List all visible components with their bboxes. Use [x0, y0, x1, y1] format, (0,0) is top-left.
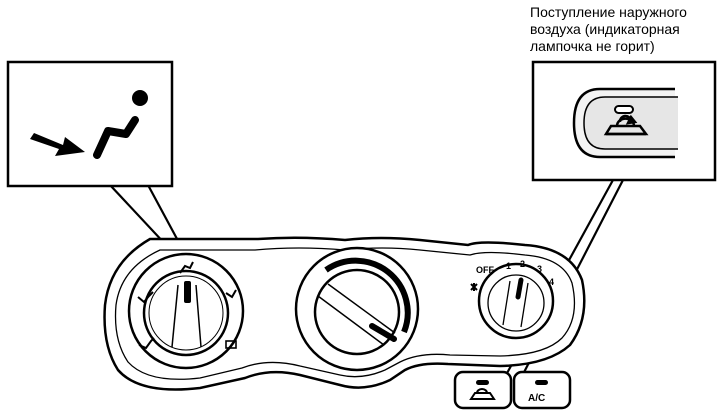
fan-speed-3-label: 3 — [537, 264, 542, 274]
bilevel-mode-icon — [137, 291, 154, 304]
vent-mode-callout — [6, 60, 174, 188]
ac-button[interactable]: A/C — [512, 370, 572, 410]
mode-selector-knob[interactable] — [127, 252, 245, 370]
recirculation-callout — [531, 60, 717, 182]
fan-icon — [470, 283, 478, 291]
floor-mode-icon — [138, 337, 155, 350]
recirculation-indicator — [476, 380, 489, 385]
callout-caption: Поступление наружного воздуха (индикатор… — [530, 4, 720, 55]
fan-speed-1-label: 1 — [506, 261, 511, 271]
temperature-knob[interactable] — [294, 246, 420, 372]
floor-defrost-mode-icon — [225, 289, 237, 299]
caption-line-2: воздуха (индикаторная — [530, 21, 680, 37]
fan-speed-4-label: 4 — [549, 277, 554, 287]
caption-line-1: Поступление наружного — [530, 4, 687, 20]
recirculation-icon — [469, 388, 496, 400]
fan-speed-2-label: 2 — [520, 259, 525, 269]
defrost-mode-icon — [225, 340, 237, 349]
temperature-scale-arc — [324, 257, 411, 334]
mode-pointer — [184, 281, 191, 303]
temperature-pointer — [369, 323, 397, 342]
ac-indicator — [535, 380, 548, 385]
vent-mode-arrow-icon — [30, 90, 148, 159]
recirculation-button[interactable] — [453, 370, 513, 410]
vent-mode-icon — [179, 261, 194, 274]
fan-pointer — [515, 277, 524, 300]
caption-line-3: лампочка не горит) — [530, 38, 655, 54]
recirculation-car-icon — [603, 114, 649, 136]
ac-button-label: A/C — [528, 393, 545, 404]
indicator-lamp-off — [614, 105, 634, 114]
fan-speed-knob[interactable]: OFF 1 2 3 4 — [470, 259, 555, 340]
fan-off-label: OFF — [476, 265, 494, 275]
